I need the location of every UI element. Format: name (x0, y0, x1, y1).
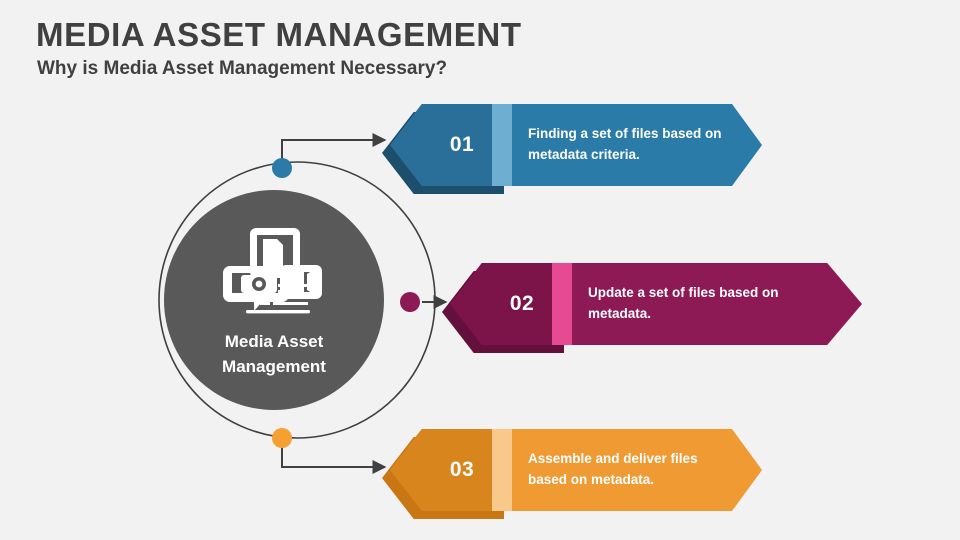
hub-label-line-1: Media Asset (224, 332, 324, 351)
step-banner-3-text-line-2: based on metadata. (528, 472, 655, 487)
hub-label: Media Asset Management (164, 330, 384, 379)
step-banner-2-text-line-2: metadata. (588, 306, 652, 321)
step-banner-3-text: Assemble and deliver files based on meta… (528, 429, 758, 511)
hub-label-line-2: Management (222, 356, 326, 376)
center-hub: Media Asset Management (164, 190, 384, 410)
step-banner-1-text-line-1: Finding a set of files based on (528, 126, 722, 142)
page-subtitle: Why is Media Asset Management Necessary? (37, 58, 448, 79)
step-banner-2-text: Update a set of files based on metadata. (588, 263, 853, 345)
step-banner-1-strip (492, 104, 512, 186)
page-title: MEDIA ASSET MANAGEMENT (36, 16, 522, 53)
step-dot-3 (272, 428, 292, 448)
step-banner-1-body (512, 104, 762, 186)
step-dot-1 (272, 158, 292, 178)
step-banner-2-body (572, 263, 862, 345)
media-asset-icon (223, 228, 322, 314)
step-banner-1-text-line-2: metadata criteria. (528, 147, 640, 162)
step-banner-2-strip (552, 263, 572, 345)
step-banner-3-number: 03 (449, 458, 475, 481)
step-banner-3-text-line-1: Assemble and deliver files (528, 451, 698, 467)
step-banner-3-body (512, 429, 762, 511)
step-banner-2-text-line-1: Update a set of files based on (588, 285, 779, 301)
step-dot-2 (400, 292, 420, 312)
step-banner-2-number: 02 (509, 292, 535, 315)
step-banner-1-text: Finding a set of files based on metadata… (528, 104, 758, 186)
step-banner-3-strip (492, 429, 512, 511)
step-banner-1-number: 01 (449, 133, 475, 156)
